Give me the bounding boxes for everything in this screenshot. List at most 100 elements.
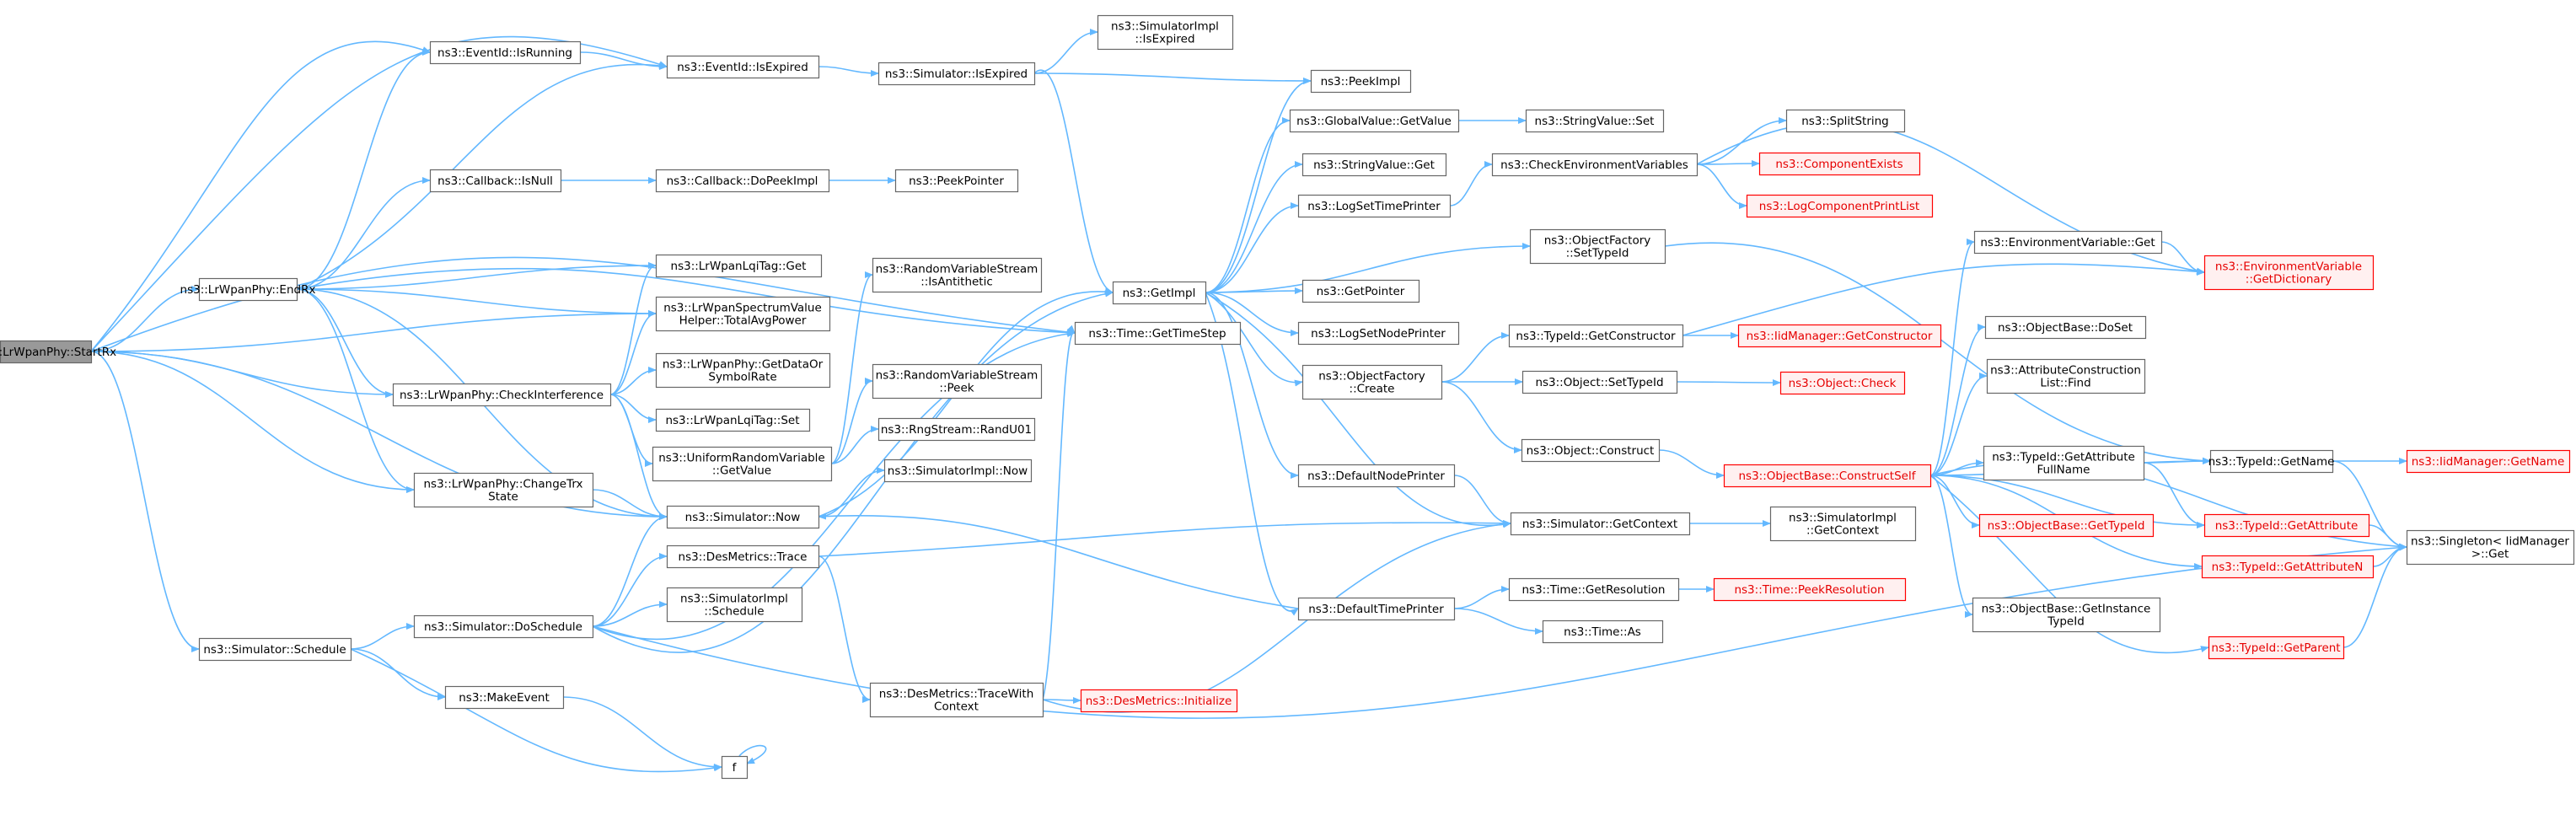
node-iidgetctor[interactable]: ns3::IidManager::GetConstructor — [1737, 324, 1942, 348]
node-tidgetparent[interactable]: ns3::TypeId::GetParent — [2208, 636, 2345, 660]
node-ofsettypeid[interactable]: ns3::ObjectFactory::SetTypeId — [1529, 228, 1666, 265]
node-obconstructself[interactable]: ns3::ObjectBase::ConstructSelf — [1723, 464, 1932, 488]
node-rvspeek[interactable]: ns3::RandomVariableStream::Peek — [872, 363, 1043, 400]
node-desminit[interactable]: ns3::DesMetrics::Initialize — [1080, 689, 1238, 713]
node-lqiget[interactable]: ns3::LrWpanLqiTag::Get — [655, 254, 823, 278]
node-isnull[interactable]: ns3::Callback::IsNull — [429, 169, 562, 193]
node-objcheck[interactable]: ns3::Object::Check — [1779, 371, 1906, 395]
node-label: f — [733, 761, 738, 775]
node-box — [1525, 109, 1665, 133]
node-desmtrace[interactable]: ns3::DesMetrics::Trace — [666, 544, 820, 569]
node-checkinterf[interactable]: ns3::LrWpanPhy::CheckInterference — [392, 383, 612, 407]
node-box — [2208, 636, 2345, 660]
node-isrunning[interactable]: ns3::EventId::IsRunning — [429, 40, 582, 65]
node-logsetnode[interactable]: ns3::LogSetNodePrinter — [1297, 321, 1460, 346]
node-logsettime[interactable]: ns3::LogSetTimePrinter — [1297, 194, 1452, 218]
edge-startrx-to-changetrx — [90, 351, 415, 493]
node-lqiset[interactable]: ns3::LrWpanLqiTag::Set — [655, 408, 811, 432]
node-tidgetattrn[interactable]: ns3::TypeId::GetAttributeN — [2201, 555, 2375, 579]
node-simimplexp[interactable]: ns3::SimulatorImpl::IsExpired — [1097, 14, 1234, 51]
node-randu01[interactable]: ns3::RngStream::RandU01 — [877, 417, 1036, 442]
node-gvgetvalue[interactable]: ns3::GlobalValue::GetValue — [1289, 109, 1460, 133]
node-splitstring[interactable]: ns3::SplitString — [1785, 109, 1906, 133]
node-timepeekres[interactable]: ns3::Time::PeekResolution — [1713, 577, 1907, 602]
node-compexists[interactable]: ns3::ComponentExists — [1758, 152, 1921, 176]
edge-checkinterf-to-lqiget — [609, 262, 657, 395]
node-label: ns3::IidManager::GetName — [2412, 455, 2565, 469]
node-endrx[interactable]: ns3::LrWpanPhy::EndRx — [180, 277, 316, 302]
node-timegetres[interactable]: ns3::Time::GetResolution — [1508, 577, 1680, 602]
node-timeas[interactable]: ns3::Time::As — [1542, 620, 1664, 644]
node-tidgetname[interactable]: ns3::TypeId::GetName — [2208, 449, 2335, 474]
node-label: ns3::TypeId::GetParent — [2211, 641, 2340, 655]
node-schedule[interactable]: ns3::Simulator::Schedule — [198, 637, 352, 662]
node-objsettypeid[interactable]: ns3::Object::SetTypeId — [1521, 370, 1678, 394]
node-obdoset[interactable]: ns3::ObjectBase::DoSet — [1984, 315, 2147, 340]
node-deftimeprinter[interactable]: ns3::DefaultTimePrinter — [1297, 597, 1456, 621]
node-svset[interactable]: ns3::StringValue::Set — [1525, 109, 1665, 133]
edge-obconstructself-to-obgetinst — [1929, 475, 1973, 618]
node-label: ns3::LrWpanLqiTag::Get — [671, 260, 807, 273]
node-dopeekimpl[interactable]: ns3::Callback::DoPeekImpl — [655, 169, 830, 193]
edge-obconstructself-to-acfind — [1929, 373, 1988, 476]
node-isexpired[interactable]: ns3::EventId::IsExpired — [666, 55, 820, 79]
edge-checkenv-to-logcompprint — [1696, 164, 1747, 209]
node-simgetcontext[interactable]: ns3::Simulator::GetContext — [1510, 512, 1691, 536]
node-objconstruct[interactable]: ns3::Object::Construct — [1521, 438, 1661, 463]
node-rvsanti[interactable]: ns3::RandomVariableStream::IsAntithetic — [872, 257, 1043, 293]
node-f[interactable]: f — [721, 755, 749, 780]
node-box — [1713, 577, 1907, 602]
node-getimpl[interactable]: ns3::GetImpl — [1112, 281, 1207, 305]
node-singletonget[interactable]: ns3::Singleton< IidManager >::Get — [2406, 529, 2575, 566]
node-label: ns3::Object::SetTypeId — [1535, 376, 1663, 389]
node-getpointer[interactable]: ns3::GetPointer — [1301, 279, 1420, 303]
node-label: ns3::ObjectFactory — [1544, 234, 1651, 248]
node-envget[interactable]: ns3::EnvironmentVariable::Get — [1973, 230, 2163, 255]
node-simimplsched[interactable]: ns3::SimulatorImpl::Schedule — [666, 587, 803, 623]
node-box — [0, 340, 93, 364]
node-urvgetvalue[interactable]: ns3::UniformRandomVariable::GetValue — [652, 446, 833, 482]
node-simimplnow[interactable]: ns3::SimulatorImpl::Now — [883, 459, 1033, 483]
node-peekimpl[interactable]: ns3::PeekImpl — [1310, 69, 1412, 94]
node-totalavg[interactable]: ns3::LrWpanSpectrumValueHelper::TotalAvg… — [655, 296, 831, 332]
node-doschedule[interactable]: ns3::Simulator::DoSchedule — [413, 614, 594, 639]
node-makeevent[interactable]: ns3::MakeEvent — [444, 685, 565, 710]
node-label: ::Schedule — [704, 605, 764, 619]
edge-simisexpired-to-simimplexp — [1033, 29, 1098, 74]
node-logcompprint[interactable]: ns3::LogComponentPrintList — [1746, 194, 1934, 218]
node-simisexpired[interactable]: ns3::Simulator::IsExpired — [877, 62, 1036, 86]
node-iidgetname[interactable]: ns3::IidManager::GetName — [2406, 449, 2571, 474]
edge-deftimeprinter-to-simnow — [818, 512, 1299, 609]
edge-getimpl-to-logsetnode — [1205, 292, 1299, 336]
node-tidgetattr[interactable]: ns3::TypeId::GetAttribute — [2203, 513, 2370, 538]
node-ofcreate[interactable]: ns3::ObjectFactory::Create — [1301, 364, 1443, 400]
node-simimplgetctx[interactable]: ns3::SimulatorImpl::GetContext — [1769, 506, 1917, 542]
node-peekpointer[interactable]: ns3::PeekPointer — [894, 169, 1019, 193]
node-box — [1785, 109, 1906, 133]
node-tidgetctor[interactable]: ns3::TypeId::GetConstructor — [1508, 324, 1684, 348]
node-obgettypeid[interactable]: ns3::ObjectBase::GetTypeId — [1978, 513, 2155, 538]
node-startrx[interactable]: ns3::LrWpanPhy::StartRx — [0, 340, 116, 364]
edge-doschedule-to-singletonget — [592, 544, 2407, 719]
edge-getimpl-to-getpointer — [1205, 287, 1303, 295]
edge-tracewith-to-gettimestep — [1042, 324, 1076, 700]
node-label: ns3::StringValue::Set — [1535, 115, 1655, 128]
node-envgetdict[interactable]: ns3::EnvironmentVariable::GetDictionary — [2203, 255, 2375, 291]
node-gettimestep[interactable]: ns3::Time::GetTimeStep — [1074, 321, 1242, 346]
node-box — [1542, 620, 1664, 644]
node-checkenv[interactable]: ns3::CheckEnvironmentVariables — [1491, 153, 1699, 177]
node-box — [894, 169, 1019, 193]
node-label: ns3::LogComponentPrintList — [1759, 200, 1919, 213]
node-label: ns3::Callback::DoPeekImpl — [667, 174, 818, 188]
edge-isexpired-to-simisexpired — [818, 66, 879, 77]
node-defnodeprinter[interactable]: ns3::DefaultNodePrinter — [1297, 464, 1456, 488]
node-simnow[interactable]: ns3::Simulator::Now — [666, 505, 820, 529]
node-svget[interactable]: ns3::StringValue::Get — [1301, 153, 1447, 177]
